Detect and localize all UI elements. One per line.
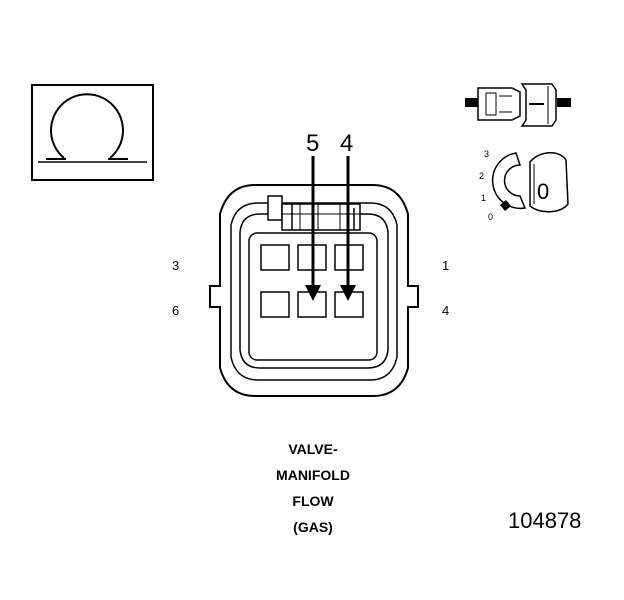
dial-position-0: 0	[488, 212, 493, 222]
cavity-3	[260, 244, 290, 271]
figure-number: 104878	[508, 508, 581, 533]
dial-position-1: 1	[481, 193, 486, 203]
dial-setting: 0	[537, 179, 549, 204]
connector-pair-icon	[465, 83, 571, 127]
cavity-label-3: 3	[172, 258, 179, 273]
cavity-6	[260, 291, 290, 318]
caption-line-1: VALVE-	[288, 441, 338, 457]
ohm-icon	[38, 93, 147, 163]
dial-position-3: 3	[484, 149, 489, 159]
selector-dial: 3 2 1 0 0	[479, 149, 569, 222]
probe-pin-label-left: 5	[306, 130, 319, 157]
caption-line-2: MANIFOLD	[276, 467, 350, 483]
cavity-label-4: 4	[442, 303, 449, 318]
probe-pin-label-right: 4	[340, 130, 353, 157]
probe-arrow-right	[340, 156, 356, 301]
cavity-label-1: 1	[442, 258, 449, 273]
probe-arrow-left	[305, 156, 321, 301]
caption-line-3: FLOW	[292, 493, 334, 509]
dial-position-2: 2	[479, 171, 484, 181]
cavity-label-6: 6	[172, 303, 179, 318]
component-caption: VALVE- MANIFOLD FLOW (GAS)	[276, 441, 350, 535]
caption-line-4: (GAS)	[293, 519, 333, 535]
ohm-symbol-box	[31, 84, 154, 181]
